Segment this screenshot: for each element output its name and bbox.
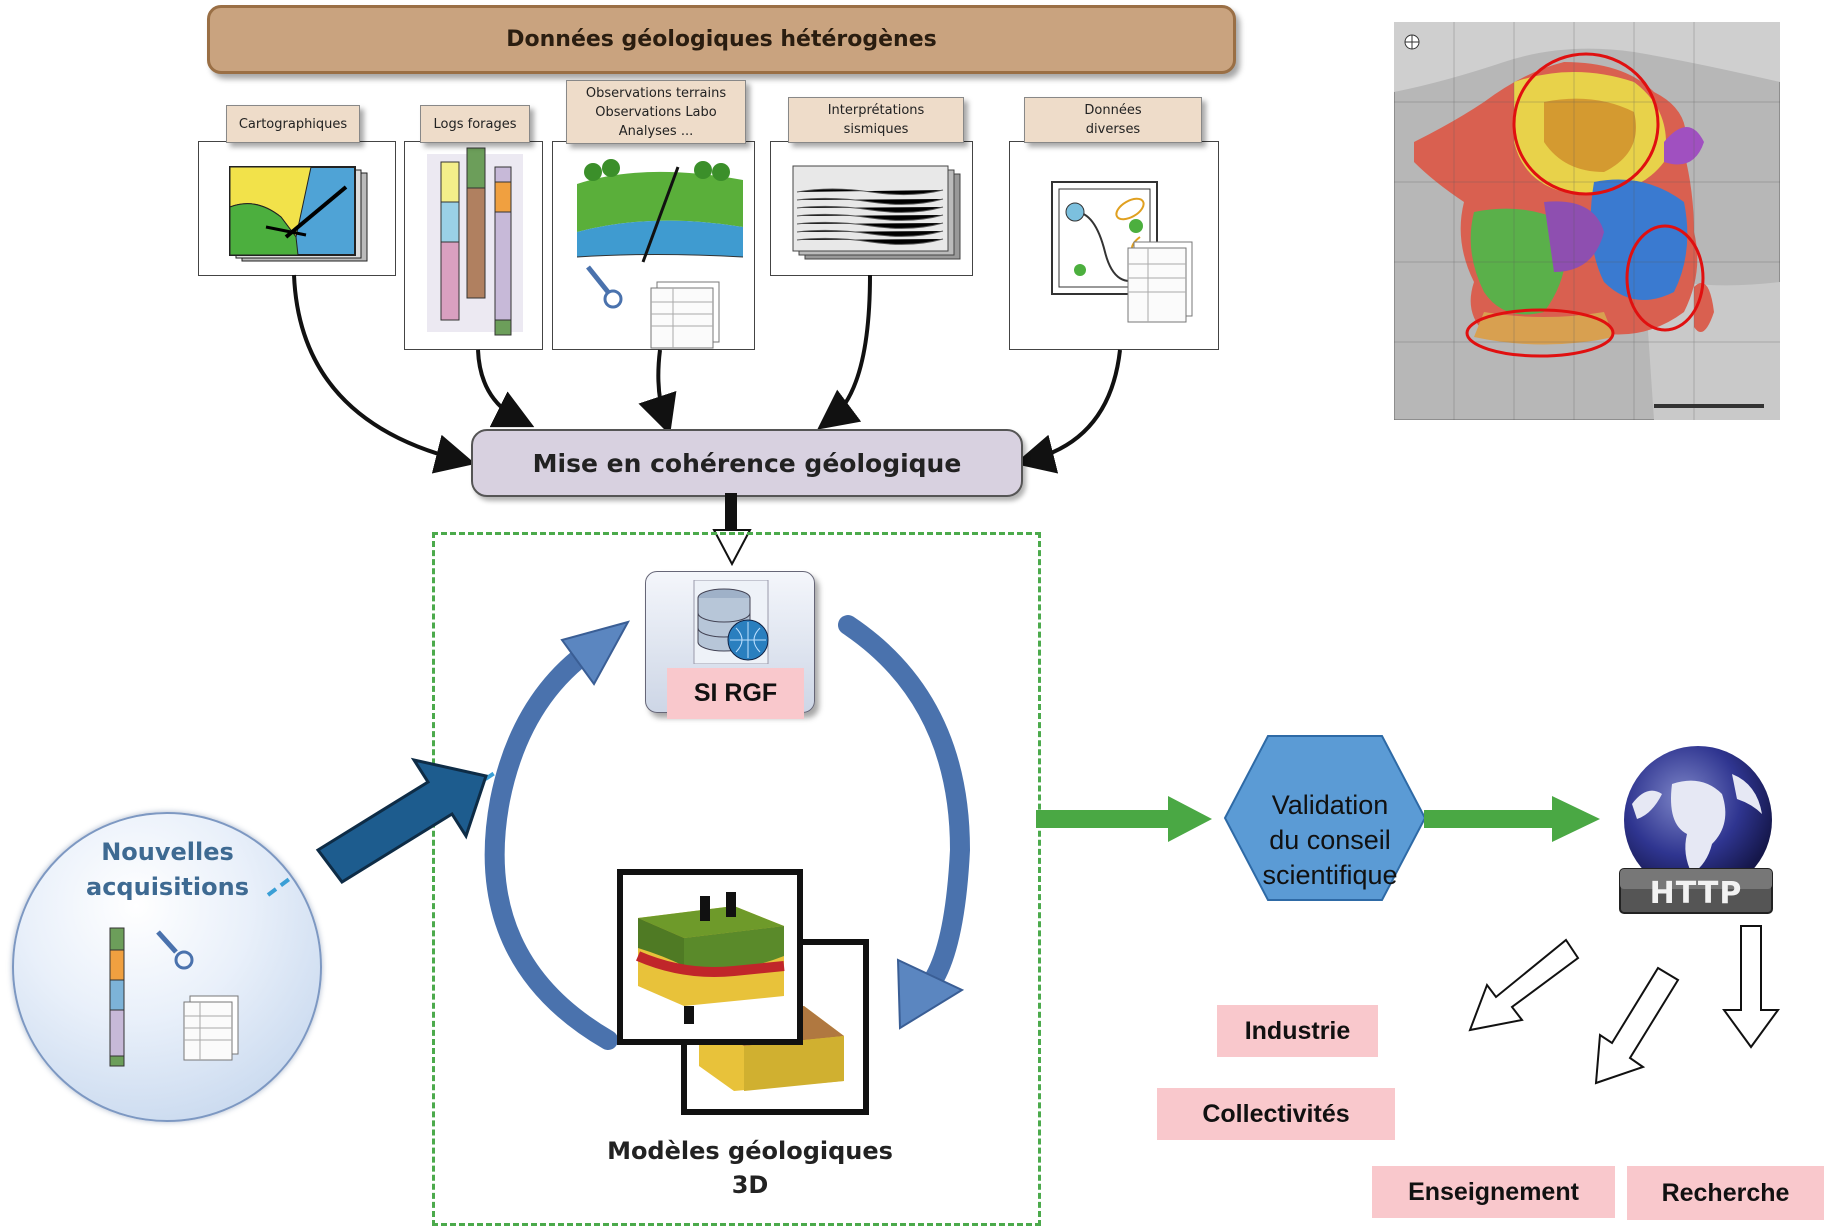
logs-illustration [427, 147, 523, 336]
misc-data-illustration [1051, 181, 1193, 323]
source-box-diverses [1009, 141, 1219, 350]
coherence-box: Mise en cohérence géologique [471, 429, 1023, 497]
source-box-observations [552, 141, 755, 350]
3d-models-illustration [617, 869, 869, 1115]
source-label-diverses: Données diverses [1024, 97, 1202, 143]
http-globe-icon [1619, 746, 1773, 914]
source-box-logs [404, 141, 543, 350]
source-label-sismique: Interprétations sismiques [788, 97, 964, 143]
audience-industrie: Industrie [1217, 1005, 1378, 1057]
audience-enseignement: Enseignement [1372, 1166, 1615, 1218]
http-label: HTTP [1649, 875, 1743, 911]
source-label-observations: Observations terrains Observations Labo … [566, 80, 746, 144]
database-label: SI RGF [667, 668, 804, 719]
acquisitions-label: Nouvelles acquisitions [86, 838, 249, 901]
carto-map-illustration [229, 166, 368, 262]
coherence-connector [725, 493, 737, 533]
acquisitions-illustration [109, 927, 239, 1067]
audience-recherche: Recherche [1627, 1166, 1824, 1220]
field-observation-illustration [576, 159, 744, 349]
models-caption: Modèles géologiques 3D [607, 1137, 893, 1199]
coherence-label: Mise en cohérence géologique [532, 448, 962, 478]
audience-collectivites: Collectivités [1157, 1088, 1395, 1140]
france-map [1394, 22, 1780, 420]
database-icon [693, 580, 769, 664]
acquisitions-bubble [12, 812, 322, 1122]
coherence-arrowhead [712, 529, 752, 566]
title-text: Données géologiques hétérogènes [506, 27, 937, 52]
validation-label: Validation du conseil scientifique [1262, 790, 1398, 890]
title-banner: Données géologiques hétérogènes [207, 5, 1236, 74]
source-box-carto [198, 141, 396, 276]
seismic-illustration [792, 165, 961, 260]
source-label-logs: Logs forages [420, 105, 530, 143]
source-label-carto: Cartographiques [226, 105, 360, 143]
